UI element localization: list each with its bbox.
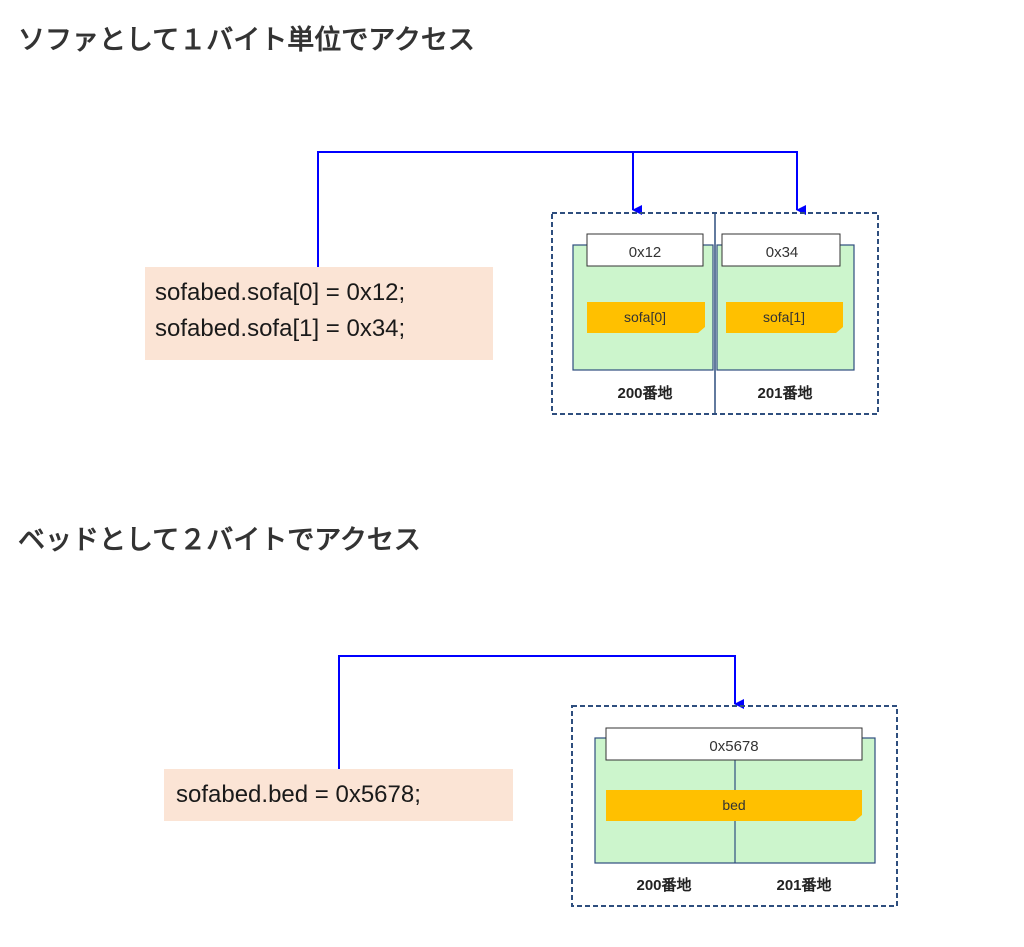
- arrow-to-sofa-0: [317, 151, 642, 267]
- bed-memory-group: 0x5678 bed 200番地 201番地: [571, 705, 898, 907]
- value-box: [605, 727, 863, 761]
- code-line: sofabed.sofa[1] = 0x34;: [155, 315, 406, 342]
- arrow-to-bed: [338, 655, 744, 769]
- code-line: sofabed.sofa[0] = 0x12;: [155, 279, 406, 306]
- value-text: 0x5678: [709, 738, 758, 755]
- bed-access-arrow: [338, 655, 744, 769]
- address-label: 200番地: [636, 876, 691, 894]
- value-box: [586, 233, 704, 267]
- value-text: 0x34: [766, 244, 799, 261]
- address-label: 201番地: [757, 384, 812, 402]
- value-box: [721, 233, 841, 267]
- value-text: 0x12: [629, 244, 662, 261]
- code-box-sofa: sofabed.sofa[0] = 0x12; sofabed.sofa[1] …: [145, 267, 493, 360]
- label-text: sofa[0]: [624, 309, 666, 325]
- code-line: sofabed.bed = 0x5678;: [176, 781, 421, 808]
- memory-dashed-frame: [571, 705, 898, 907]
- code-box-bed: sofabed.bed = 0x5678;: [164, 769, 513, 821]
- label-text: bed: [722, 797, 745, 813]
- address-label: 200番地: [617, 384, 672, 402]
- label-text: sofa[1]: [763, 309, 805, 325]
- sofa-access-arrows: [317, 151, 806, 267]
- label-tag: [726, 302, 843, 333]
- section-heading-sofa: ソファとして１バイト単位でアクセス: [18, 25, 475, 56]
- sofa-memory-group: 0x12 sofa[0] 200番地 0x34 sofa[1] 201番地: [551, 212, 879, 415]
- label-tag: [587, 302, 705, 333]
- label-tag: [606, 790, 862, 821]
- address-label: 201番地: [776, 876, 831, 894]
- section-heading-bed: ベッドとして２バイトでアクセス: [18, 525, 421, 556]
- arrow-to-sofa-1: [633, 151, 806, 215]
